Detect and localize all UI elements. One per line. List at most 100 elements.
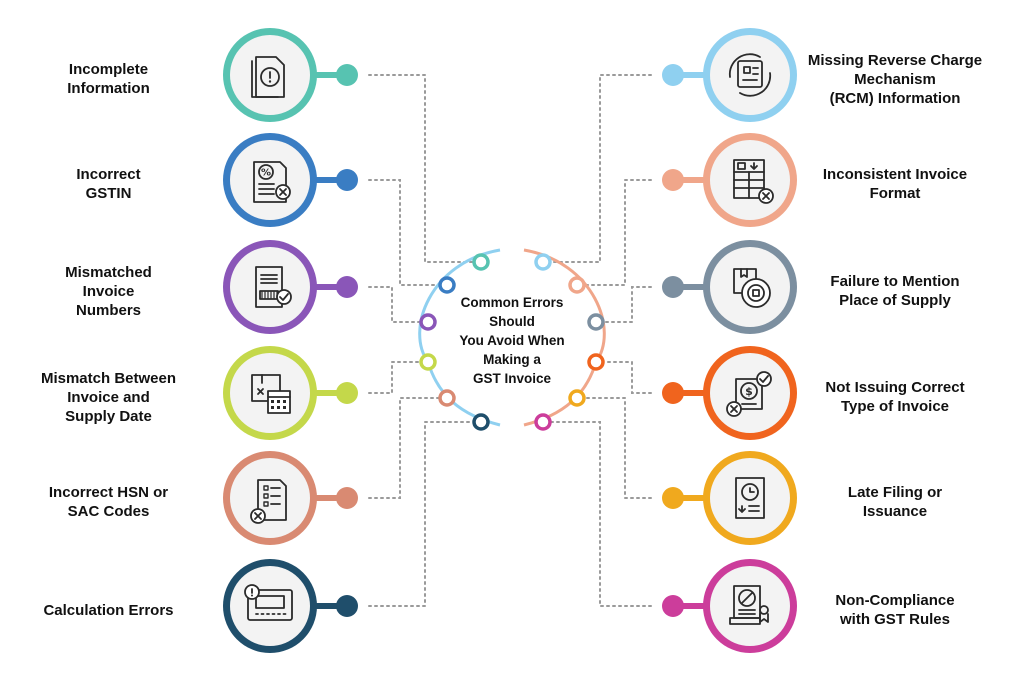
- error-item-label-line: Calculation Errors: [43, 601, 174, 619]
- ring-node: [534, 413, 552, 431]
- error-item-label-line: Information: [67, 80, 150, 97]
- ring-node: [438, 389, 456, 407]
- ring-node: [472, 253, 490, 271]
- error-item-badge: [662, 451, 797, 545]
- center-title: Common Errors Should You Avoid When Maki…: [440, 293, 584, 388]
- calculator-warning-icon: [244, 584, 293, 621]
- center-title-line: Should: [489, 314, 535, 329]
- error-item-badge: %: [223, 133, 358, 227]
- code-document-icon: [250, 479, 287, 524]
- connector-line: [368, 397, 440, 499]
- connector-line: [368, 421, 474, 607]
- connector-line: [550, 74, 652, 263]
- barcode-invoice-icon: [255, 266, 292, 308]
- reverse-cycle-icon: [728, 53, 772, 97]
- connector-line: [584, 179, 652, 286]
- badge-dot: [336, 276, 358, 298]
- badge-face: [710, 35, 790, 115]
- error-item-badge: [223, 451, 358, 545]
- badge-dot: [662, 64, 684, 86]
- badge-face: [230, 247, 310, 327]
- ring-node: [534, 253, 552, 271]
- connector-line: [368, 361, 421, 394]
- error-item-label-line: Mismatch Between: [40, 369, 177, 387]
- badge-dot: [336, 595, 358, 617]
- connector-line: [603, 286, 652, 323]
- error-item-badge: [223, 559, 358, 653]
- badge-dot: [662, 487, 684, 509]
- connector-line: [603, 361, 652, 394]
- badge-face: [230, 458, 310, 538]
- error-item-badge: [662, 240, 797, 334]
- error-item-label-line: Non-Compliance: [835, 592, 955, 609]
- spreadsheet-error-icon: [733, 159, 774, 204]
- error-item-label-line: Issuance: [862, 503, 928, 520]
- error-item-label: Calculation Errors: [26, 601, 191, 620]
- ring-node: [419, 313, 437, 331]
- percent-document-icon: %: [253, 161, 291, 203]
- error-item-label-line: GSTIN: [85, 185, 132, 202]
- connector-line: [550, 421, 652, 607]
- error-item-label-line: Incomplete: [68, 61, 149, 78]
- error-item-label-line: Inconsistent Invoice: [822, 166, 968, 183]
- ring-node: [419, 353, 437, 371]
- error-item-badge: $: [662, 346, 797, 440]
- ring-node: [568, 389, 586, 407]
- ring-node: [587, 353, 605, 371]
- location-box-icon: [733, 268, 771, 308]
- svg-text:$: $: [745, 385, 753, 398]
- error-item-badge: [223, 28, 358, 122]
- error-item-label-line: Incorrect: [76, 166, 141, 183]
- svg-text:%: %: [261, 168, 271, 179]
- error-item-label-line: Mechanism: [854, 70, 936, 88]
- coin-check-icon: $: [726, 371, 772, 417]
- ring-node: [472, 413, 490, 431]
- error-item-label-line: Type of Invoice: [840, 398, 950, 415]
- error-item-badge: [662, 133, 797, 227]
- ring-node: [438, 276, 456, 294]
- banned-certificate-icon: [729, 585, 769, 625]
- error-item-label-line: (RCM) Information: [829, 89, 961, 107]
- error-item-label-line: Mismatched: [65, 263, 152, 281]
- connector-line: [368, 286, 421, 323]
- badge-dot: [662, 169, 684, 191]
- box-calendar-icon: [251, 374, 291, 414]
- error-item-badge: [223, 346, 358, 440]
- error-item-label-line: Invoice and: [67, 388, 150, 406]
- error-item-label-line: Numbers: [75, 301, 142, 319]
- error-item-label-line: Place of Supply: [839, 292, 951, 309]
- center-title-line: You Avoid When: [459, 333, 565, 348]
- error-item-label-line: Late Filing or: [847, 484, 943, 501]
- error-item-label-line: Format: [869, 185, 921, 202]
- ring-node: [568, 276, 586, 294]
- connector-line: [584, 397, 652, 499]
- badge-dot: [662, 595, 684, 617]
- error-item-label-line: Not Issuing Correct: [825, 379, 965, 396]
- error-item-badge: [223, 240, 358, 334]
- ring-node: [587, 313, 605, 331]
- error-item-badge: [662, 28, 797, 122]
- center-title-line: Making a: [483, 352, 541, 367]
- error-item-label-line: with GST Rules: [839, 611, 950, 628]
- badge-face: [230, 566, 310, 646]
- badge-dot: [336, 64, 358, 86]
- badge-face: [230, 140, 310, 220]
- badge-dot: [336, 487, 358, 509]
- badge-dot: [336, 169, 358, 191]
- connector-line: [368, 74, 474, 263]
- document-warning-icon: [251, 56, 285, 98]
- error-item-label-line: SAC Codes: [67, 503, 150, 520]
- error-item-label: Late Filing or Issuance: [790, 483, 1000, 521]
- badge-dot: [662, 382, 684, 404]
- error-item-label-line: Failure to Mention: [830, 273, 960, 290]
